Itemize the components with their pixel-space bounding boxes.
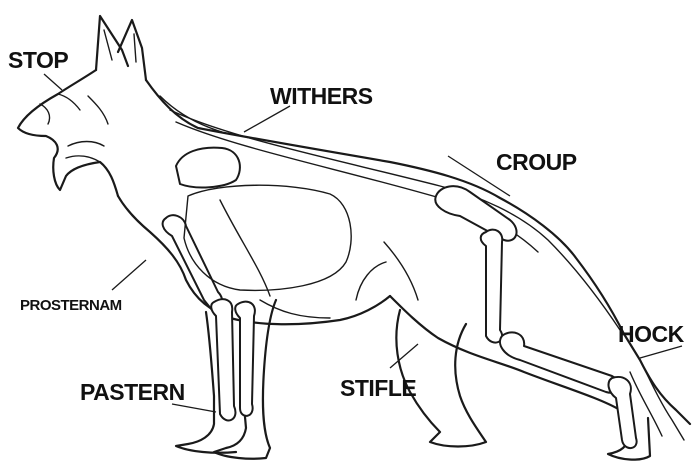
left-ear — [96, 16, 128, 70]
labels: STOP WITHERS CROUP PROSTERNAM HOCK PASTE… — [8, 47, 685, 405]
leader-stifle — [390, 344, 418, 368]
metatarsal — [609, 377, 637, 448]
forearm-bone-2 — [235, 302, 255, 416]
humerus — [163, 215, 223, 310]
tail — [630, 360, 684, 440]
leader-withers — [244, 106, 290, 132]
label-withers: WITHERS — [270, 83, 373, 109]
leader-hock — [640, 346, 682, 358]
leader-lines — [44, 74, 682, 412]
tibia — [500, 332, 619, 392]
leader-stop — [44, 74, 62, 90]
scapula — [176, 148, 240, 188]
leader-pastern — [172, 404, 216, 412]
label-stifle: STIFLE — [340, 375, 416, 401]
label-croup: CROUP — [496, 149, 577, 175]
head-outline — [18, 70, 118, 196]
label-hock: HOCK — [618, 321, 685, 347]
leader-prosternam — [112, 260, 146, 290]
pelvis — [435, 186, 516, 240]
femur — [481, 230, 503, 343]
label-stop: STOP — [8, 47, 68, 73]
label-pastern: PASTERN — [80, 379, 185, 405]
label-prosternam: PROSTERNAM — [20, 297, 122, 314]
